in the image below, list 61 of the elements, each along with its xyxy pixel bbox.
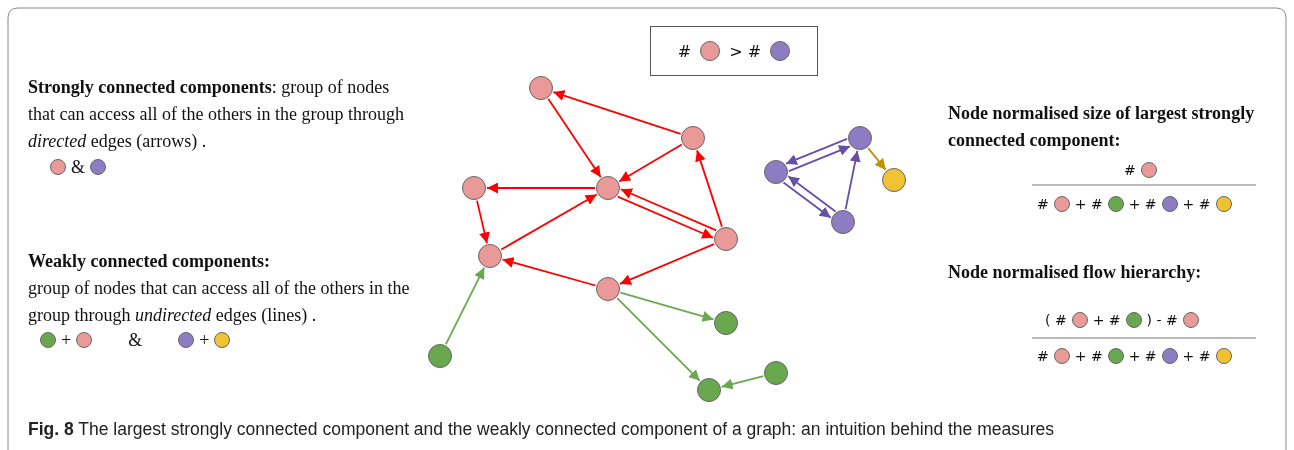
- graph-node: [882, 168, 906, 192]
- formula-text: #: [1124, 162, 1136, 178]
- formula-text: ( #: [1045, 312, 1067, 328]
- arrow: [620, 188, 718, 232]
- arrow: [720, 375, 765, 390]
- graph-node: [697, 378, 721, 402]
- arrow: [552, 90, 682, 135]
- arrow: [788, 145, 851, 172]
- arrow: [785, 138, 848, 165]
- graph-node: [596, 176, 620, 200]
- arrow: [486, 182, 596, 194]
- arrow: [616, 297, 701, 382]
- arrow: [619, 243, 715, 285]
- graph-node: [596, 277, 620, 301]
- comparison-box: [650, 26, 818, 76]
- graph-node: [764, 361, 788, 385]
- graph-node: [681, 126, 705, 150]
- formula-text: #: [1037, 196, 1049, 212]
- graph-node: [848, 126, 872, 150]
- formula-text: &: [71, 155, 85, 179]
- formula-text: + #: [1182, 196, 1211, 212]
- arrow: [547, 97, 602, 179]
- comparison-text: #: [677, 41, 692, 61]
- formula-text: +: [199, 328, 210, 352]
- arrow: [782, 181, 832, 219]
- formula-text: &: [128, 328, 143, 352]
- graph-node: [714, 227, 738, 251]
- graph-node: [831, 210, 855, 234]
- figure-caption: Fig. 8 The largest strongly connected component and the weakly connected component of a graph: an intuition behind the measures: [28, 419, 1055, 440]
- arrow: [695, 149, 723, 228]
- formula-text: +: [61, 328, 72, 352]
- arrow: [501, 257, 597, 287]
- graph-node: [428, 344, 452, 368]
- arrow: [444, 266, 486, 346]
- graph-node: [764, 160, 788, 184]
- arrow: [844, 149, 861, 211]
- arrow: [500, 193, 598, 251]
- formula-text: + #: [1128, 196, 1157, 212]
- formula-text: + #: [1092, 312, 1121, 328]
- arrow: [616, 195, 714, 239]
- arrow: [476, 199, 490, 245]
- formula-text: + #: [1128, 348, 1157, 364]
- formula-text: + #: [1182, 348, 1211, 364]
- formula-text: + #: [1074, 348, 1103, 364]
- formula-text: #: [1037, 348, 1049, 364]
- description-text: Strongly connected components: group of nodes that can access all of the others in the group through directed edges (arrows) .: [28, 76, 405, 153]
- heading: Node normalised flow hierarchy:: [948, 261, 1203, 284]
- graph-node: [529, 76, 553, 100]
- arrow: [619, 291, 715, 322]
- graph-node: [478, 244, 502, 268]
- heading: Weakly connected components:: [28, 250, 271, 273]
- graph-node: [714, 311, 738, 335]
- arrow: [787, 175, 837, 213]
- heading: Node normalised size of largest strongly connected component:: [948, 102, 1256, 152]
- arrow: [618, 143, 683, 183]
- description-text: group of nodes that can access all of the others in the group through undirected edges (lines) .: [28, 277, 411, 327]
- graph-node: [462, 176, 486, 200]
- formula-text: ) - #: [1146, 312, 1178, 328]
- formula-text: + #: [1074, 196, 1103, 212]
- comparison-text: > #: [729, 41, 762, 61]
- arrow: [867, 147, 887, 171]
